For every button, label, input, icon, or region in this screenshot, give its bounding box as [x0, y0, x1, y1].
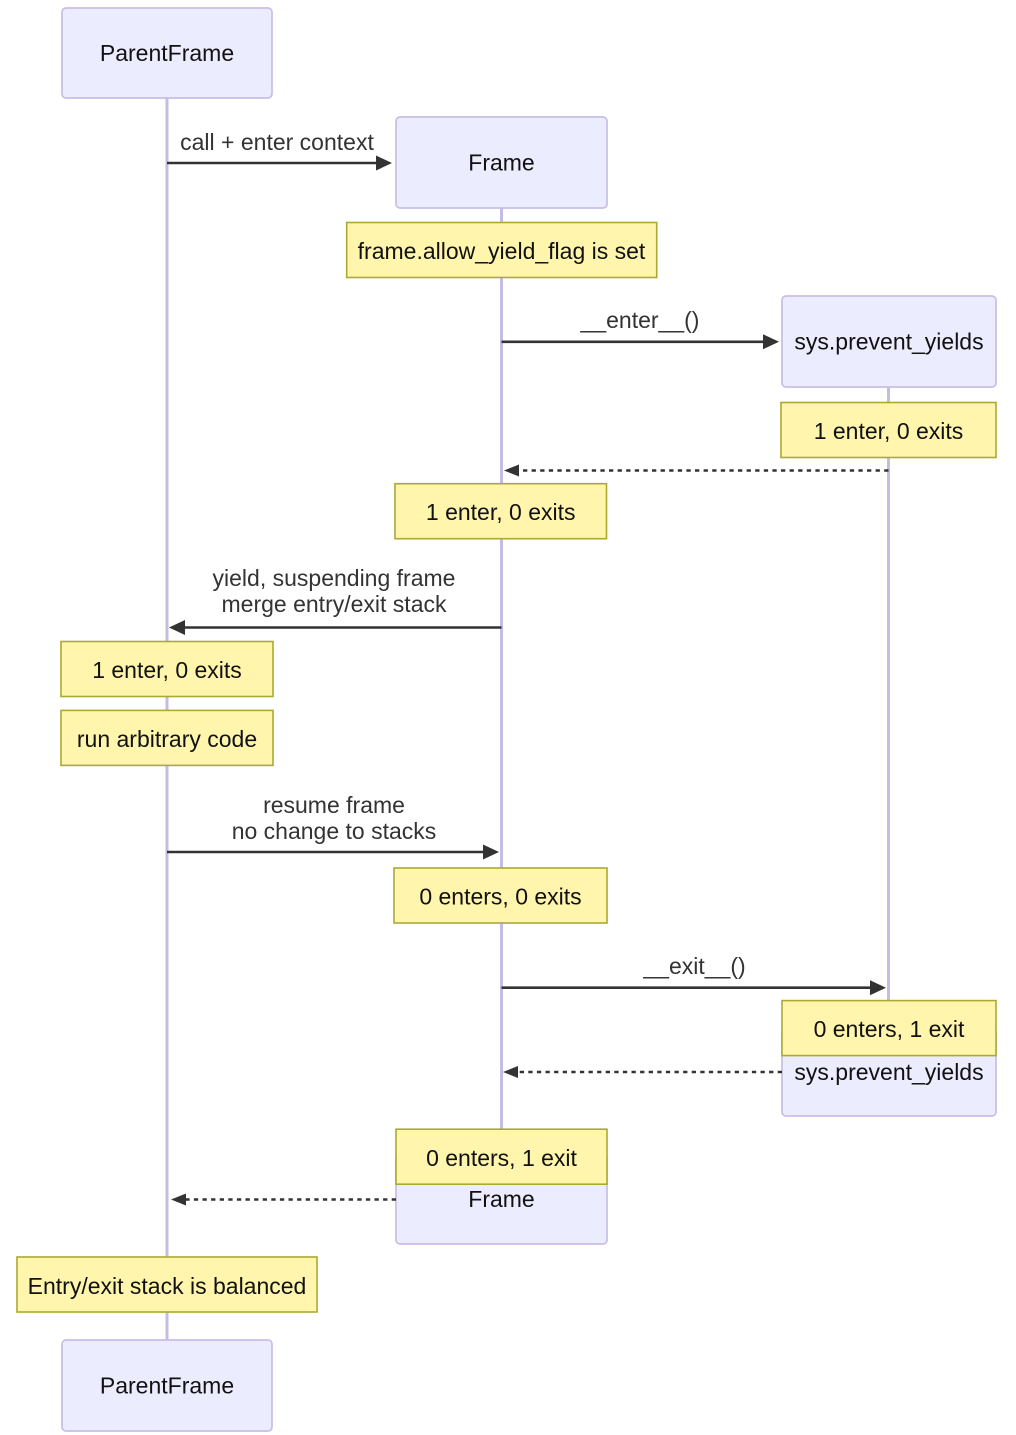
- svg-text:run arbitrary code: run arbitrary code: [77, 726, 257, 752]
- svg-text:Frame: Frame: [468, 150, 534, 176]
- svg-text:Entry/exit stack is balanced: Entry/exit stack is balanced: [28, 1273, 307, 1299]
- svg-text:ParentFrame: ParentFrame: [100, 40, 234, 66]
- svg-text:frame.allow_yield_flag is set: frame.allow_yield_flag is set: [358, 238, 646, 264]
- svg-text:1 enter, 0 exits: 1 enter, 0 exits: [426, 499, 576, 525]
- svg-text:__enter__(): __enter__(): [580, 307, 700, 333]
- svg-text:yield, suspending frame: yield, suspending frame: [213, 565, 456, 591]
- svg-text:1 enter, 0 exits: 1 enter, 0 exits: [814, 418, 964, 444]
- svg-text:call + enter context: call + enter context: [180, 129, 374, 155]
- svg-text:sys.prevent_yields: sys.prevent_yields: [794, 329, 983, 355]
- svg-text:resume frame: resume frame: [263, 792, 405, 818]
- svg-text:sys.prevent_yields: sys.prevent_yields: [794, 1059, 983, 1085]
- svg-text:ParentFrame: ParentFrame: [100, 1373, 234, 1399]
- svg-text:0 enters, 1 exit: 0 enters, 1 exit: [814, 1016, 965, 1042]
- svg-text:0 enters, 1 exit: 0 enters, 1 exit: [426, 1145, 577, 1171]
- svg-text:1 enter, 0 exits: 1 enter, 0 exits: [92, 657, 242, 683]
- svg-text:merge entry/exit stack: merge entry/exit stack: [222, 591, 447, 617]
- svg-text:__exit__(): __exit__(): [642, 953, 745, 979]
- svg-text:Frame: Frame: [468, 1186, 534, 1212]
- svg-text:no change to stacks: no change to stacks: [232, 818, 437, 844]
- svg-text:0 enters, 0 exits: 0 enters, 0 exits: [419, 884, 581, 910]
